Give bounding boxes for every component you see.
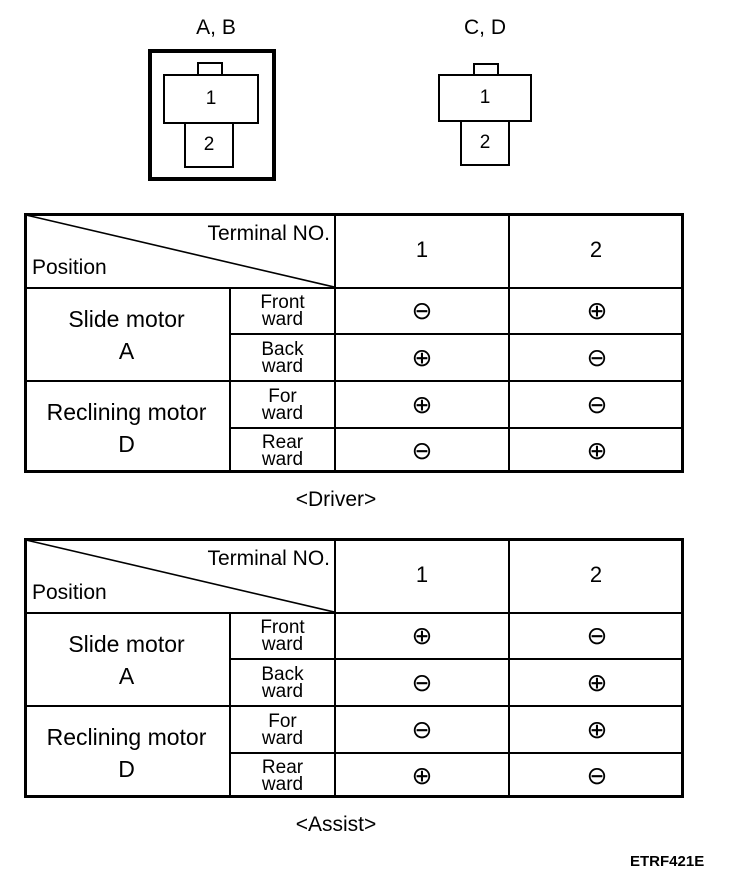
reclining-motor-label: Reclining motor D (24, 382, 229, 473)
col-divider (334, 213, 336, 473)
terminal-1-header: 1 (415, 237, 429, 262)
table-border (24, 213, 684, 473)
connector-cd-pin-1: 1 (438, 74, 532, 122)
row-divider (24, 705, 684, 707)
reclining-motor-label: Reclining motor D (24, 707, 229, 798)
terminal-2-header: 2 (589, 237, 603, 262)
polarity-cell: ⊕ (586, 715, 608, 744)
motor-name: Slide motor (68, 630, 185, 657)
connector-ab-pin-2: 2 (184, 122, 234, 168)
direction-text: For (268, 385, 297, 407)
direction-text: Rear (261, 757, 304, 778)
polarity-cell: ⊕ (411, 390, 433, 419)
direction-text: ward (261, 727, 304, 749)
direction-text: For (268, 710, 297, 732)
motor-name: Slide motor (68, 305, 185, 332)
direction-text: Front (260, 292, 305, 313)
polarity-cell: ⊕ (586, 668, 608, 697)
row-divider (24, 380, 684, 382)
slide-motor-label: Slide motor A (24, 614, 229, 705)
direction-text: ward (261, 309, 304, 330)
header-diagonal (25, 539, 334, 612)
direction-text: ward (261, 449, 304, 470)
slide-motor-label: Slide motor A (24, 289, 229, 380)
driver-table: Terminal NO. Position 1 2 Slide motor A … (24, 213, 684, 473)
polarity-cell: ⊖ (586, 622, 608, 650)
direction-text: Back (261, 663, 304, 685)
polarity-cell: ⊕ (586, 437, 608, 465)
position-header: Position (32, 581, 107, 604)
polarity-cell: ⊖ (586, 390, 608, 419)
direction-text: ward (261, 774, 304, 795)
figure-code: ETRF421E (630, 853, 705, 870)
connector-cd-label: C, D (464, 16, 506, 39)
polarity-cell: ⊖ (411, 668, 433, 697)
polarity-cell: ⊕ (411, 762, 433, 790)
motor-letter: D (118, 430, 135, 457)
polarity-cell: ⊖ (411, 715, 433, 744)
polarity-cell: ⊖ (411, 297, 433, 325)
pin-label: 2 (203, 134, 215, 155)
row-divider (24, 287, 684, 289)
pin-label: 1 (205, 88, 217, 109)
motor-letter: D (118, 755, 135, 782)
col-divider (508, 538, 510, 798)
direction-text: ward (261, 402, 304, 424)
motor-name: Reclining motor (46, 398, 207, 425)
direction-text: ward (261, 634, 304, 655)
driver-caption: <Driver> (295, 488, 377, 511)
col-divider (229, 612, 231, 798)
col-divider (508, 213, 510, 473)
row-divider (229, 658, 684, 660)
col-divider (334, 538, 336, 798)
row-divider (229, 752, 684, 754)
polarity-cell: ⊕ (411, 622, 433, 650)
polarity-cell: ⊕ (411, 343, 433, 372)
table-border (24, 538, 684, 798)
assist-table: Terminal NO. Position 1 2 Slide motor A … (24, 538, 684, 798)
polarity-cell: ⊖ (586, 762, 608, 790)
direction-text: Back (261, 338, 304, 360)
polarity-cell: ⊕ (586, 297, 608, 325)
position-header: Position (32, 256, 107, 279)
polarity-cell: ⊖ (586, 343, 608, 372)
pin-label: 1 (479, 87, 491, 108)
direction-text: Rear (261, 432, 304, 453)
direction-text: Front (260, 617, 305, 638)
terminal-2-header: 2 (589, 562, 603, 587)
connector-ab-frame (148, 49, 276, 181)
motor-letter: A (118, 337, 135, 364)
col-divider (229, 287, 231, 473)
connector-ab-label: A, B (196, 16, 236, 39)
pin-label: 2 (479, 132, 491, 153)
motor-name: Reclining motor (46, 723, 207, 750)
row-divider (24, 612, 684, 614)
header-diagonal (25, 214, 334, 287)
assist-caption: <Assist> (295, 813, 377, 836)
direction-text: ward (261, 355, 304, 377)
polarity-cell: ⊖ (411, 437, 433, 465)
terminal-no-header: Terminal NO. (207, 222, 330, 245)
connector-ab-pin-1: 1 (163, 74, 259, 124)
terminal-no-header: Terminal NO. (207, 547, 330, 570)
row-divider (229, 427, 684, 429)
terminal-1-header: 1 (415, 562, 429, 587)
connector-cd-pin-2: 2 (460, 120, 510, 166)
row-divider (229, 333, 684, 335)
direction-text: ward (261, 680, 304, 702)
motor-letter: A (118, 662, 135, 689)
